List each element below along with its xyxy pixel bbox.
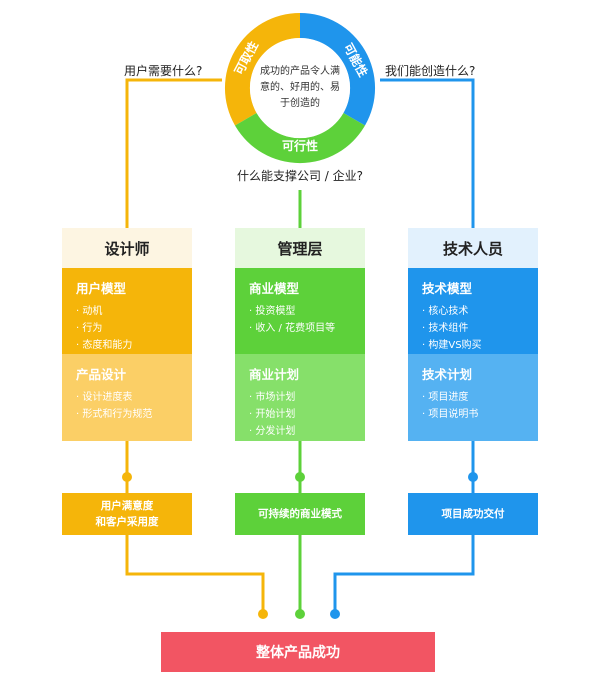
card-item: · 开始计划 [249,409,296,420]
question-management: 什么能支撑公司 / 企业? [236,169,364,183]
card-item: · 项目说明书 [422,409,479,420]
card-title: 用户模型 [76,281,127,296]
outcome-line: 用户满意度 [100,500,154,512]
card-tech-plan: 技术计划 · 项目进度 · 项目说明书 [408,354,538,441]
card-product-design: 产品设计 · 设计进度表 · 形式和行为规范 [62,354,192,441]
column-title-tech: 技术人员 [408,228,538,268]
venn-ring [224,12,376,164]
card-title: 产品设计 [76,367,127,382]
card-item: · 态度和能力 [76,340,133,351]
connector-tech-bottom [333,535,475,614]
final-success-box: 整体产品成功 [161,632,435,672]
outcome-line: 可持续的商业模式 [258,508,342,520]
column-title-management: 管理层 [235,228,365,268]
question-tech: 我们能创造什么? [385,64,476,78]
outcome-management: 可持续的商业模式 [235,493,365,535]
circle-center-line-2: 意的、好用的、易 [260,80,340,93]
card-title: 商业计划 [249,367,300,382]
card-title: 技术模型 [422,281,473,296]
card-item: · 构建VS购买 [422,340,482,351]
column-title-designer: 设计师 [62,228,192,268]
dot-management-bottom [295,609,305,619]
card-item: · 动机 [76,306,103,317]
circle-center-line-3: 于创造的 [280,96,320,109]
card-item: · 设计进度表 [76,392,133,403]
card-user-model: 用户模型 · 动机 · 行为 · 态度和能力 [62,268,192,354]
connector-tech-top [380,78,475,228]
ring-label-viability: 可行性 [282,138,318,153]
card-title: 商业模型 [249,281,300,296]
ring-segment-viability [235,113,365,164]
card-title: 技术计划 [422,367,473,382]
dot-tech-bottom [330,609,340,619]
dot-designer-mid [122,472,132,482]
card-item: · 行为 [76,323,103,334]
card-tech-model: 技术模型 · 核心技术 · 技术组件 · 构建VS购买 [408,268,538,354]
outcome-line: 和客户采用度 [95,516,159,528]
ring-segment-desirability [224,12,300,126]
card-item: · 形式和行为规范 [76,409,153,420]
card-item: · 技术组件 [422,323,469,334]
card-item: · 项目进度 [422,392,469,403]
card-item: · 核心技术 [422,306,469,317]
ring-segment-feasibility [300,12,376,126]
circle-center-line-1: 成功的产品令人满 [260,64,340,77]
outcome-line: 项目成功交付 [441,508,505,520]
outcome-designer: 用户满意度 和客户采用度 [62,493,192,535]
card-item: · 投资模型 [249,306,296,317]
outcome-tech: 项目成功交付 [408,493,538,535]
card-item: · 市场计划 [249,392,296,403]
connector-designer-bottom [125,535,265,614]
card-item: · 分发计划 [249,426,296,437]
connector-designer-top [125,78,222,228]
card-item: · 收入 / 花费项目等 [249,323,336,334]
dot-tech-mid [468,472,478,482]
question-designer: 用户需要什么? [124,64,203,78]
dot-management-mid [295,472,305,482]
card-business-model: 商业模型 · 投资模型 · 收入 / 花费项目等 [235,268,365,354]
dot-designer-bottom [258,609,268,619]
card-business-plan: 商业计划 · 市场计划 · 开始计划 · 分发计划 [235,354,365,441]
